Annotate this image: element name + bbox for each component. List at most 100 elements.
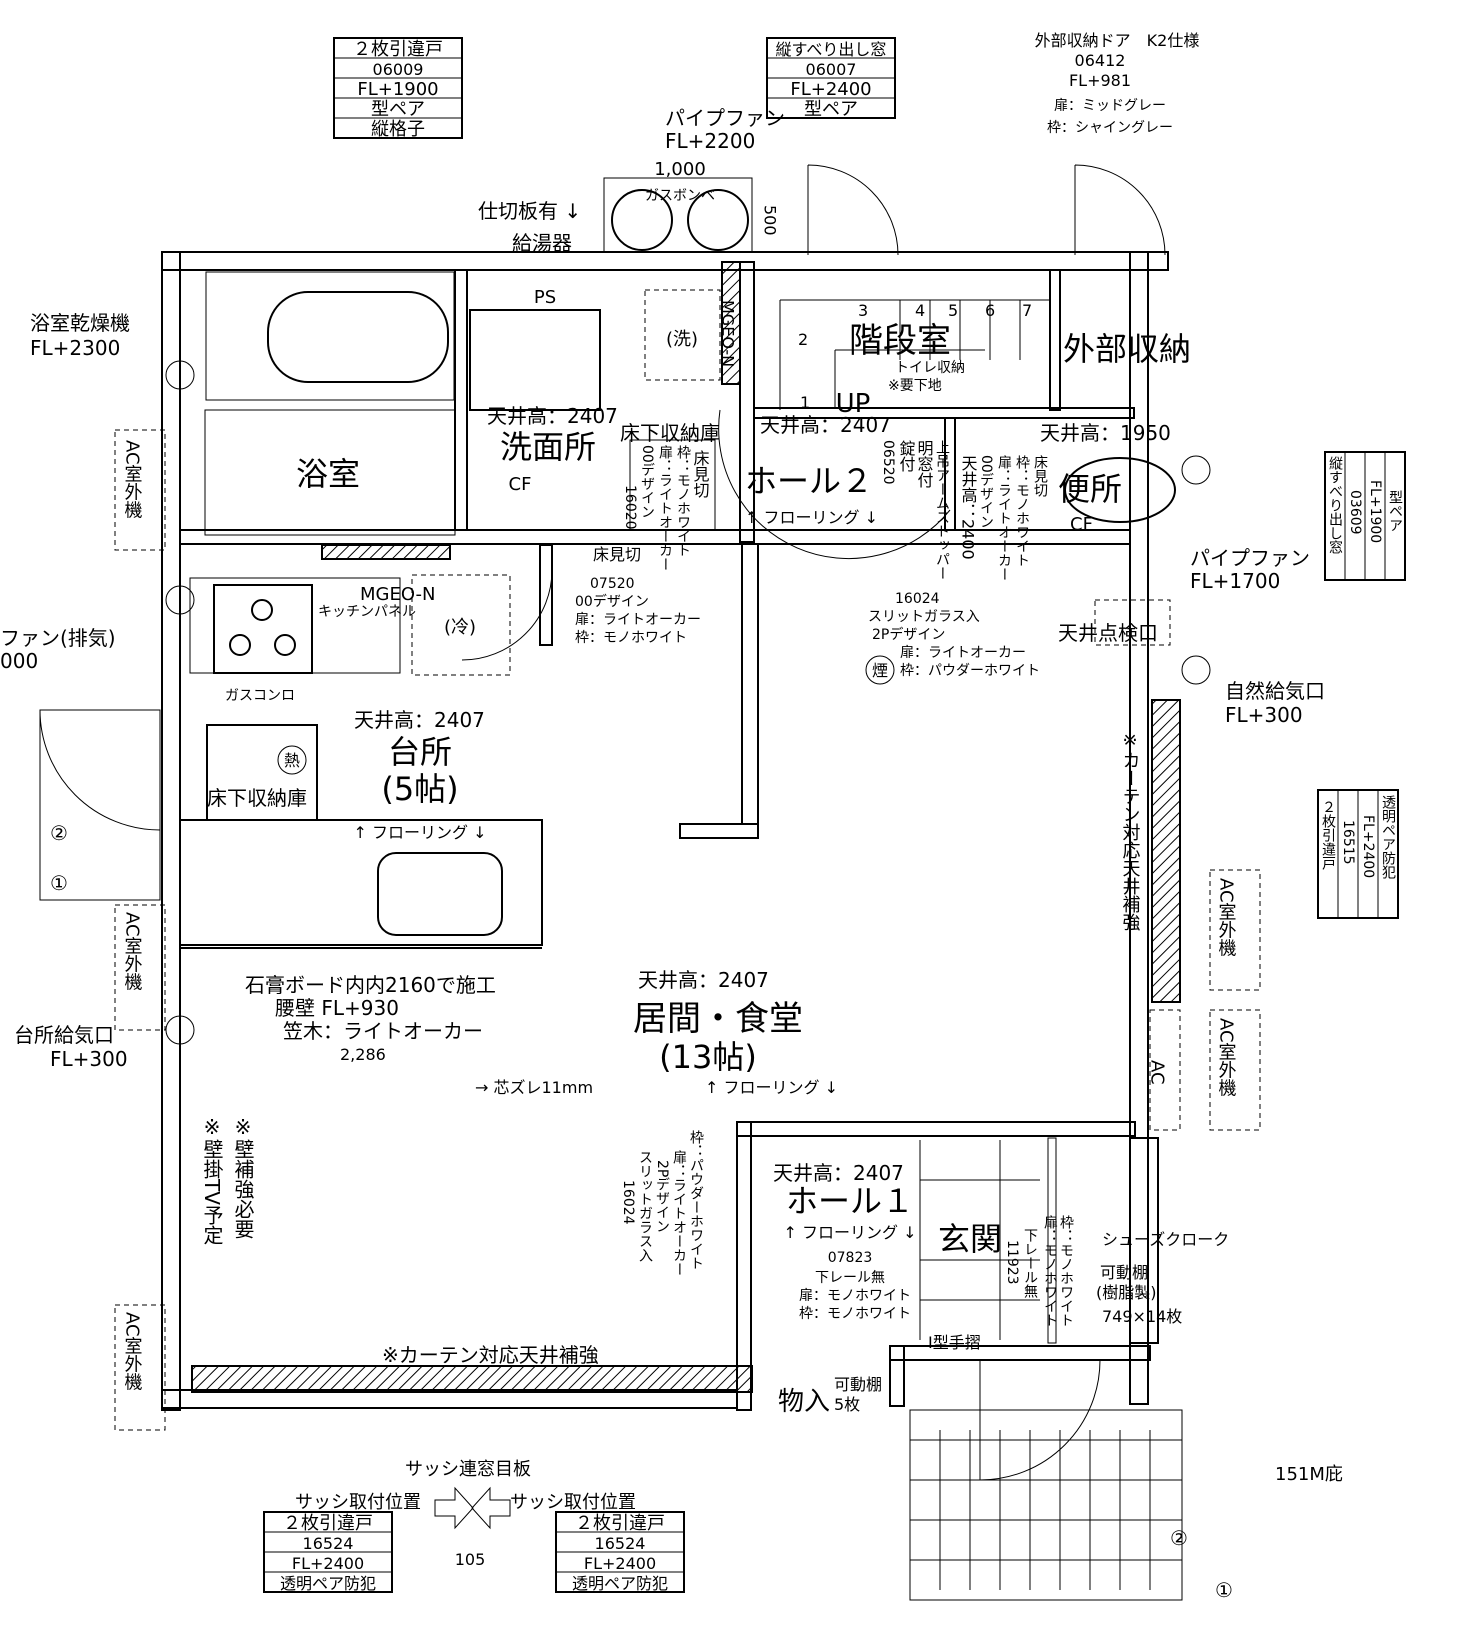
annotation: 天井点検口	[1058, 621, 1158, 645]
annotation: ファン(排気)	[0, 626, 116, 650]
walls: (洗) (冷)	[39, 164, 1261, 1601]
wash-machine-label: (洗)	[666, 329, 698, 350]
note-text: スリットガラス入	[868, 609, 980, 625]
door-swing	[461, 569, 553, 661]
spec-box-bottom-left: ２枚引違戸 16524 FL+2400 透明ペア防犯	[263, 1511, 393, 1593]
stair-step: 1	[800, 393, 810, 412]
door-07520-label: 07520 00デザイン 扉：ライトオーカー 枠：モノホワイト	[575, 576, 701, 646]
ceiling-height: 天井高：2407	[773, 1161, 904, 1185]
ceiling-height: 天井高：2407	[638, 968, 769, 992]
annotation: 台所給気口	[14, 1023, 114, 1047]
vanity	[469, 309, 601, 411]
door-16020-label: 16020 00デザイン 扉：ライトオーカー 枠：モノホワイト 床見切	[622, 439, 716, 571]
spec-box-top-left: ２枚引違戸 06009 FL+1900 型ペア 縦格子	[333, 37, 463, 140]
note-text: 07823	[828, 1250, 873, 1266]
toilet-fixture	[1064, 457, 1176, 523]
room-kitchen-size: (5帖)	[381, 770, 458, 808]
room-hall2: ホール２	[745, 462, 873, 500]
note-text: 枠：パウダーホワイト	[688, 1130, 704, 1270]
ceiling-height: 天井高：2407	[487, 404, 618, 428]
room-shoe-closet: シューズクローク	[1102, 1230, 1229, 1249]
annotation: サッシ取付位置	[510, 1492, 636, 1513]
annotation: AC室外機	[1216, 878, 1237, 957]
spec-text: FL+2400	[1360, 815, 1376, 878]
stair-step: 7	[1022, 301, 1032, 320]
spec-text: 06009	[373, 60, 424, 79]
flooring-label: ↑ フローリング ↓	[745, 508, 878, 527]
annotation: 自然給気口	[1225, 679, 1325, 703]
annotation: キッチンパネル	[318, 604, 416, 620]
note-text: 16020	[622, 485, 638, 530]
spec-box-right-middle: ２枚引違戸 16515 FL+2400 透明ペア防犯	[1317, 789, 1399, 919]
room-external-storage: 外部収納	[1063, 330, 1191, 368]
curtain-reinforcement-right	[1151, 699, 1181, 1003]
note-text: 錠付	[897, 440, 916, 473]
note-text: 2Pデザイン	[872, 626, 945, 643]
note-text: 床見切	[1032, 455, 1048, 498]
spec-text: 06007	[806, 60, 857, 79]
spec-box-right-upper: 縦すべり出し窓 03609 FL+1900 型ペア	[1324, 451, 1406, 581]
door-11923-label: 11923 下レール無 扉：モノホワイト 枠：モノホワイト	[1004, 1215, 1074, 1327]
annotation: 床下収納庫	[207, 786, 307, 810]
dimension: 1,000	[654, 159, 706, 180]
door-16024-top-label: 16024 スリットガラス入 2Pデザイン 扉：ライトオーカー 枠：パウダーホワ…	[868, 591, 1040, 679]
note-text: 扉：モノホワイト	[799, 1288, 911, 1304]
annotation: FL+2200	[665, 129, 755, 153]
note-text: 床見切	[691, 450, 710, 498]
annotation: 可動棚	[1100, 1263, 1148, 1282]
note-text: FL+981	[1069, 71, 1131, 90]
room-labels: 浴室 洗面所 CF 階段室 UP 1 2 3 4 5 6 7 外部収納 便所 C…	[296, 301, 1229, 1417]
curtain-reinforcement-bottom	[191, 1365, 753, 1393]
flooring-label: ↑ フローリング ↓	[784, 1223, 917, 1242]
external-door-note: 外部収納ドア K2仕様 06412 FL+981 扉：ミッドグレー 枠：シャイン…	[1035, 31, 1200, 136]
door-swing	[979, 1359, 1101, 1481]
room-storage: 物入	[778, 1387, 830, 1417]
note-text: 16024	[895, 591, 940, 607]
spec-text: FL+1900	[357, 79, 438, 100]
gas-bombe	[611, 189, 673, 251]
ac-outdoor-unit	[114, 1304, 166, 1431]
cf-label: CF	[509, 474, 532, 495]
note-text: 扉：ライトオーカー	[996, 455, 1012, 581]
room-bath: 浴室	[296, 455, 360, 493]
ceiling-height: 天井高：2407	[354, 708, 485, 732]
spec-text: FL+2400	[292, 1554, 364, 1573]
cf-label: CF	[1070, 514, 1093, 535]
annotation: I型手摺	[928, 1333, 981, 1352]
spec-text: ２枚引違戸	[283, 1513, 373, 1534]
note-text: 06412	[1075, 51, 1126, 70]
room-stair: 階段室	[849, 321, 951, 361]
door-swing	[1074, 164, 1166, 256]
annotation: (樹脂製)	[1096, 1283, 1157, 1302]
door-swing	[39, 709, 161, 901]
annotation: 煙	[872, 661, 888, 680]
kitchen-sink	[377, 852, 503, 936]
note-text: 枠：モノホワイト	[675, 445, 691, 557]
spec-text: ２枚引違戸	[575, 1513, 665, 1534]
annotation: FL+300	[50, 1047, 128, 1071]
note-text: 外部収納ドア K2仕様	[1035, 31, 1200, 50]
note-text: スリットガラス入	[637, 1150, 653, 1262]
spec-text: 型ペア	[804, 99, 858, 120]
note-text: 明窓付	[915, 440, 934, 489]
spec-text: 16515	[1340, 820, 1356, 865]
hatched-wall	[321, 544, 451, 560]
annotation: AC室外機	[1216, 1018, 1237, 1097]
annotation: MGEO-N	[719, 300, 738, 367]
door-swing	[718, 409, 951, 560]
note-text: 16024	[620, 1180, 636, 1225]
washing-machine-space	[644, 289, 721, 381]
annotation: 石膏ボード内内2160で施工	[245, 973, 496, 997]
annotation: 749×14枚	[1102, 1307, 1182, 1326]
note-text: 上吊アームストッパー	[934, 440, 950, 580]
annotation: 151M庇	[1275, 1464, 1343, 1485]
door-toilet-label: 天井高：2400 00デザイン 扉：ライトオーカー 枠：モノホワイト 床見切	[959, 455, 1049, 581]
annotation: サッシ連窓目板	[405, 1459, 531, 1480]
annotation: 浴室乾燥機	[30, 311, 130, 335]
dimension: 500	[761, 205, 780, 236]
note-text: 枠：モノホワイト	[799, 1306, 911, 1322]
gas-stove	[213, 584, 313, 674]
note-text: 00デザイン	[978, 455, 994, 529]
annotation: ※壁補強必要	[231, 1115, 255, 1239]
room-living: 居間・食堂	[633, 999, 803, 1039]
